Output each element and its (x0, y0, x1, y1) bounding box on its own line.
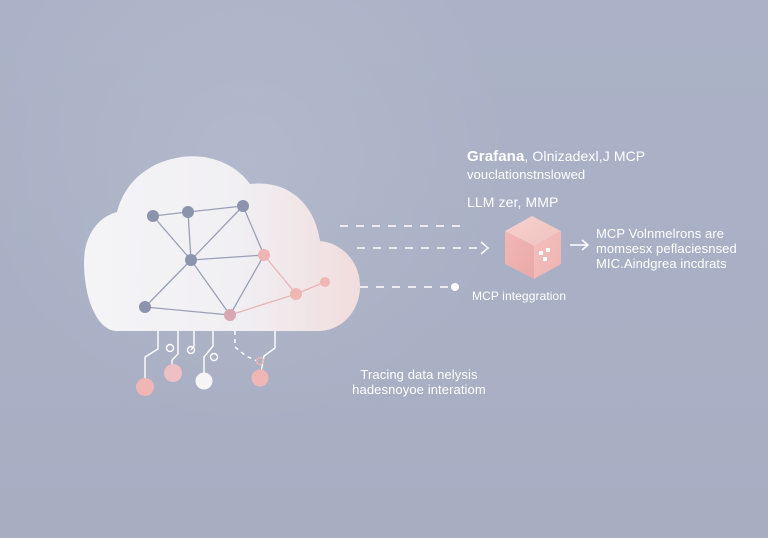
brand-name: Grafana (467, 148, 525, 165)
connector-endpoint (136, 378, 154, 396)
network-edge (190, 254, 265, 261)
connector-endpoints (136, 343, 269, 396)
network-edge (190, 205, 244, 261)
right-description-line-2: momsesx peflaciesnsed (596, 241, 737, 256)
network-edge (263, 254, 297, 295)
connector-line (259, 331, 276, 379)
connector-endpoint (164, 364, 182, 382)
cube-icon (505, 216, 561, 279)
network-edge (152, 215, 192, 261)
arrow-right-icon (480, 241, 490, 255)
right-description-line-3: MIC.Aindgrea incdrats (596, 256, 727, 271)
connector-endpoint (195, 372, 213, 390)
tracing-line-2: hadesnoyoe interatiom (352, 382, 486, 397)
connector-endpoint (209, 352, 219, 362)
right-description: MCP Volnmelrons are momsesx peflaciesnse… (596, 226, 746, 271)
network-edge (190, 259, 231, 316)
network-node (147, 210, 159, 222)
network-node (290, 288, 302, 300)
network-node (182, 206, 194, 218)
header-line-1: Grafana, Olnizadexl,J MCP (467, 148, 657, 165)
network-edge (229, 293, 297, 316)
network-edge (187, 205, 244, 213)
network-node (320, 277, 330, 287)
network-edge (144, 259, 192, 308)
cube-dot (543, 257, 547, 261)
header-text: Grafana, Olnizadexl,J MCP vouclationstns… (467, 148, 657, 210)
connector-line (203, 331, 214, 380)
connector-endpoint (255, 356, 265, 366)
connector-line (144, 331, 159, 383)
arrow-right-icon (581, 239, 590, 251)
network-edge (187, 211, 192, 261)
network-node (258, 249, 270, 261)
network-edge (229, 254, 265, 316)
right-description-line-1: MCP Volnmelrons are (596, 226, 725, 241)
cube-dot (539, 251, 543, 255)
header-line-1-text: , Olnizadexl,J MCP (524, 148, 646, 164)
mcp-integration-label: MCP integgration (472, 289, 567, 303)
connector-endpoint (186, 345, 196, 355)
network-edge (144, 306, 231, 316)
header-line-2: vouclationstnslowed (467, 167, 586, 182)
network-node (224, 309, 236, 321)
network-edge (242, 205, 265, 256)
tracing-description: Tracing data nelysis hadesnoyoe interati… (349, 367, 489, 397)
network-node (139, 301, 151, 313)
tracing-line-1: Tracing data nelysis (360, 367, 478, 382)
cube-dot (546, 248, 550, 252)
endpoint-dot (451, 283, 459, 291)
network-node (185, 254, 197, 266)
network-node (237, 200, 249, 212)
connector-endpoint (251, 369, 269, 387)
connector-endpoint (165, 343, 175, 353)
connector-line (190, 331, 195, 351)
network-nodes (139, 200, 330, 321)
header-line-3: LLM zer, MMP (467, 194, 559, 210)
dashed-arrows (340, 225, 590, 291)
connector-line (234, 331, 258, 362)
